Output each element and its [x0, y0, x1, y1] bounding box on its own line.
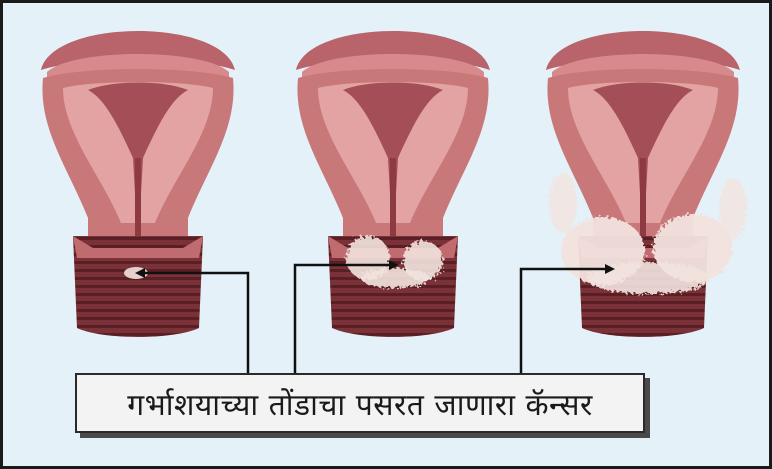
stage-3-uterus — [546, 31, 747, 337]
stage-2-uterus — [296, 31, 490, 337]
caption-box: गर्भाशयाच्या तोंडाचा पसरत जाणारा कॅन्सर — [75, 373, 645, 433]
stage-1-uterus — [41, 31, 235, 337]
caption-text: गर्भाशयाच्या तोंडाचा पसरत जाणारा कॅन्सर — [127, 383, 593, 424]
